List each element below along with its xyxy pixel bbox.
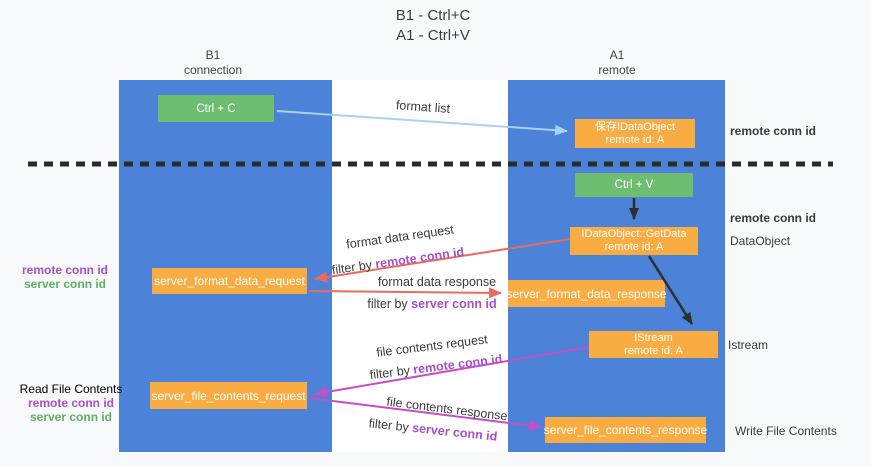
read-server-conn-id: server conn id — [29, 410, 113, 424]
node-format-response-label: server_format_data_response — [506, 286, 667, 301]
node-ctrl-c-label: Ctrl + C — [196, 102, 236, 115]
right-remote-conn-id-mid: remote conn id — [730, 211, 817, 225]
node-getdata-line1: IDataObject::GetData — [581, 228, 687, 240]
node-file-request-label: server_file_contents_request — [151, 388, 306, 403]
label-format-data-response: format data response — [377, 275, 497, 289]
node-save-idataobject-line1: 保存IDataObject — [594, 120, 676, 133]
lane-a1-role: remote — [598, 63, 636, 77]
write-file-contents-label: Write File Contents — [735, 424, 837, 438]
lane-header-a1: A1 remote — [537, 48, 697, 78]
node-istream-line1: IStream — [634, 331, 673, 344]
lane-b1-name: B1 — [205, 48, 221, 62]
node-ctrl-v: Ctrl + V — [575, 173, 693, 197]
read-remote-conn-id: remote conn id — [27, 396, 114, 410]
node-save-idataobject: 保存IDataObject remote id: A — [575, 119, 695, 148]
lane-header-b1: B1 connection — [133, 48, 293, 78]
title-line-2: A1 - Ctrl+V — [396, 27, 470, 44]
filter-by-text: filter by — [367, 297, 412, 311]
node-server-file-contents-response: server_file_contents_response — [543, 417, 708, 443]
node-save-idataobject-line2: remote id: A — [605, 133, 665, 146]
node-ctrl-c: Ctrl + C — [158, 95, 274, 122]
node-server-file-contents-request: server_file_contents_request — [150, 382, 307, 409]
label-filter-server-1: filter by server conn id — [367, 297, 496, 311]
title-line-1: B1 - Ctrl+C — [395, 7, 471, 24]
read-file-contents-group: Read File Contents remote conn id server… — [0, 382, 142, 424]
node-istream: IStream remote id: A — [589, 331, 718, 358]
server-conn-id-text: server conn id — [411, 297, 497, 311]
left-remote-conn-id: remote conn id — [21, 263, 108, 277]
read-file-contents-label: Read File Contents — [19, 382, 123, 396]
node-server-format-data-response: server_format_data_response — [506, 280, 667, 307]
node-server-format-data-request: server_format_data_request — [152, 268, 307, 294]
node-getdata-line2: remote id: A — [604, 241, 664, 253]
node-istream-line2: remote id: A — [624, 344, 683, 357]
node-idataobject-getdata: IDataObject::GetData remote id: A — [570, 227, 698, 255]
right-remote-conn-id-top: remote conn id — [730, 124, 817, 138]
diagram-title: B1 - Ctrl+C A1 - Ctrl+V — [333, 6, 533, 46]
node-file-response-label: server_file_contents_response — [543, 423, 708, 437]
lane-b1-role: connection — [183, 63, 243, 77]
node-ctrl-v-label: Ctrl + V — [614, 179, 654, 191]
dataobject-label: DataObject — [730, 234, 791, 248]
istream-label: Istream — [728, 338, 769, 352]
left-server-conn-id: server conn id — [23, 277, 107, 291]
node-format-request-label: server_format_data_request — [154, 274, 305, 288]
left-conn-id-group: remote conn id server conn id — [0, 263, 130, 291]
lane-a1-name: A1 — [609, 48, 625, 62]
